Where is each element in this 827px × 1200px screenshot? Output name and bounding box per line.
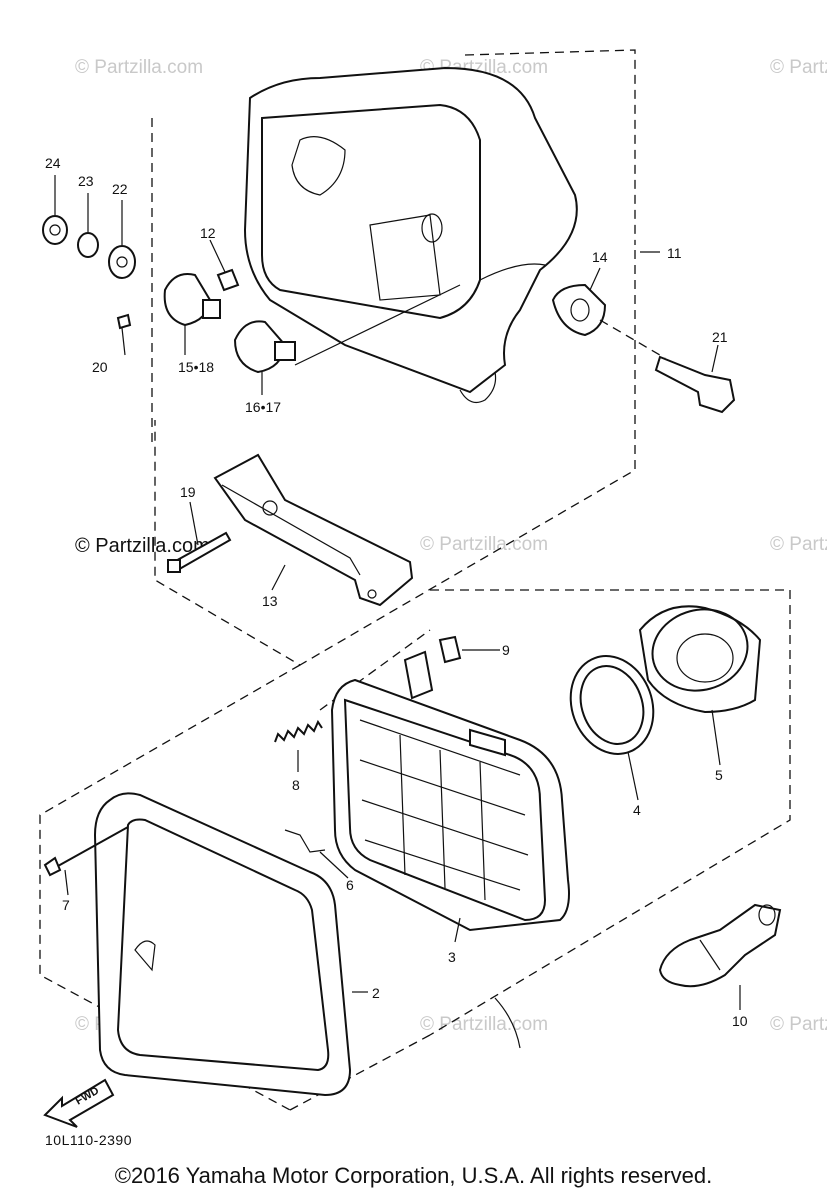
callout-7: 7 xyxy=(62,897,70,913)
watermark: © Partzilla.com xyxy=(420,1014,548,1035)
sealed-beam-unit xyxy=(330,650,570,932)
callout-5: 5 xyxy=(715,767,723,783)
headlight-case xyxy=(243,66,578,403)
lock-washer-23 xyxy=(77,232,99,258)
callout-22: 22 xyxy=(112,181,128,197)
screw-12 xyxy=(216,268,240,292)
callout-13: 13 xyxy=(262,593,278,609)
callout-19: 19 xyxy=(180,484,196,500)
bolt-19 xyxy=(167,531,232,573)
part-code: 10L110-2390 xyxy=(45,1132,132,1148)
callout-8: 8 xyxy=(292,777,300,793)
fwd-arrow: FWD xyxy=(43,1078,115,1128)
damper-16-17 xyxy=(233,320,287,374)
callout-21: 21 xyxy=(712,329,728,345)
callout-4: 4 xyxy=(633,802,641,818)
watermark: © Partzilla.com xyxy=(770,1014,827,1035)
callout-15-18: 15•18 xyxy=(178,359,214,375)
left-hardware xyxy=(42,215,296,374)
callout-3: 3 xyxy=(448,949,456,965)
callout-12: 12 xyxy=(200,225,216,241)
mounting-bracket xyxy=(213,453,414,607)
watermark: © Partzilla.com xyxy=(75,57,203,78)
callout-16-17: 16•17 xyxy=(245,399,281,415)
callout-14: 14 xyxy=(592,249,608,265)
callout-10: 10 xyxy=(732,1013,748,1029)
callout-6: 6 xyxy=(346,877,354,893)
watermark-dark: © Partzilla.com xyxy=(75,535,210,557)
watermark: © Partzilla.com xyxy=(770,534,827,555)
copyright-notice: ©2016 Yamaha Motor Corporation, U.S.A. A… xyxy=(114,1163,713,1188)
right-hardware xyxy=(551,283,736,414)
callout-20: 20 xyxy=(92,359,108,375)
nut-24 xyxy=(42,215,68,245)
screw-20 xyxy=(116,313,132,330)
callout-24: 24 xyxy=(45,155,61,171)
watermark: © Partzilla.com xyxy=(420,534,548,555)
watermark: © Partzilla.com xyxy=(770,57,827,78)
retaining-ring xyxy=(569,655,655,755)
callout-11: 11 xyxy=(667,245,682,261)
washer-22 xyxy=(108,245,136,279)
bulb xyxy=(658,903,782,988)
callout-9: 9 xyxy=(502,642,510,658)
dust-cover xyxy=(638,605,762,714)
headlight-rim xyxy=(93,792,352,1097)
callout-23: 23 xyxy=(78,173,94,189)
leader-lines xyxy=(54,175,741,1049)
bolt-21 xyxy=(654,355,736,414)
damper-14 xyxy=(551,283,607,337)
small-parts xyxy=(43,635,462,877)
callout-2: 2 xyxy=(372,985,380,1001)
callouts: 24 23 22 12 20 15•18 16•17 14 11 21 19 1… xyxy=(45,155,748,1029)
